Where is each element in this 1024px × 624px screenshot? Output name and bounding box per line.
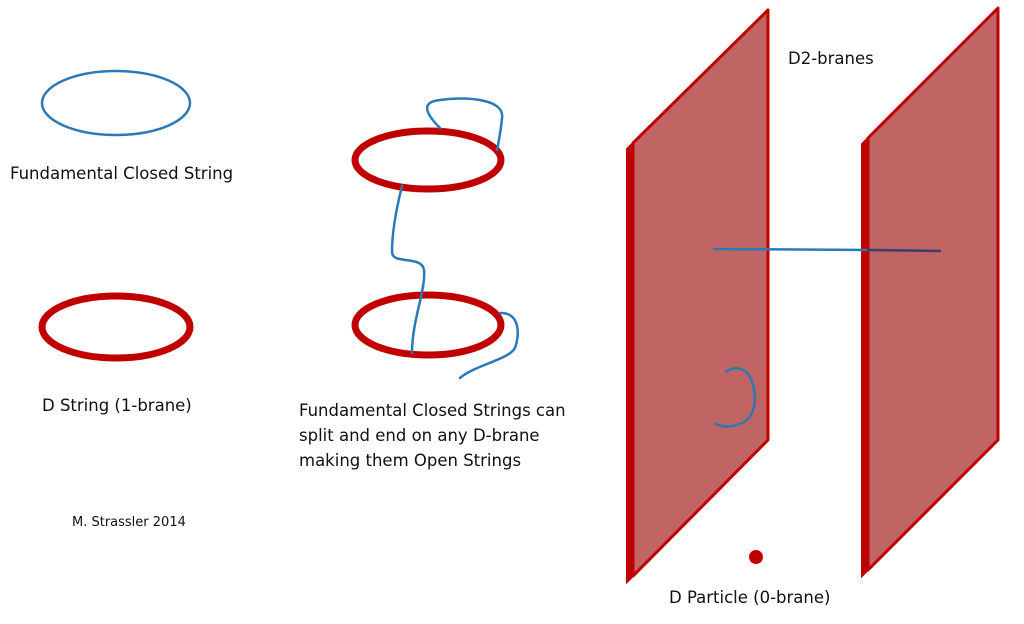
- right-d2-brane-edge: [861, 135, 869, 579]
- caption-line-1: Fundamental Closed Strings can: [299, 401, 566, 420]
- d-string-label: D String (1-brane): [42, 396, 192, 415]
- credit-label: M. Strassler 2014: [72, 515, 186, 530]
- right-d2-brane: [861, 6, 1000, 579]
- d-particle-label: D Particle (0-brane): [669, 588, 831, 607]
- open-string-lower-hook: [458, 311, 519, 380]
- stretched-open-string-behind: [866, 248, 942, 253]
- caption-line-2: split and end on any D-brane: [299, 426, 540, 445]
- left-d2-brane: [626, 8, 770, 585]
- caption-line-3: making them Open Strings: [299, 451, 522, 470]
- lower-d-string-loop: [351, 291, 505, 359]
- right-d2-brane-face: [866, 6, 1000, 572]
- d2-branes-label: D2-branes: [788, 49, 874, 68]
- left-d2-brane-edge: [626, 140, 634, 585]
- d-string-loop: [38, 292, 194, 362]
- d-particle-dot: [749, 550, 763, 564]
- stretched-open-string: [712, 247, 870, 252]
- caption: Fundamental Closed Strings can split and…: [299, 398, 599, 473]
- open-string-on-brane: [714, 367, 757, 428]
- upper-d-string-loop: [351, 127, 505, 193]
- fundamental-closed-string-label: Fundamental Closed String: [10, 164, 234, 183]
- open-string-connecting: [390, 184, 426, 355]
- open-string-top-loop: [426, 97, 504, 152]
- left-d2-brane-face: [631, 8, 770, 578]
- fundamental-closed-string-loop: [40, 69, 192, 137]
